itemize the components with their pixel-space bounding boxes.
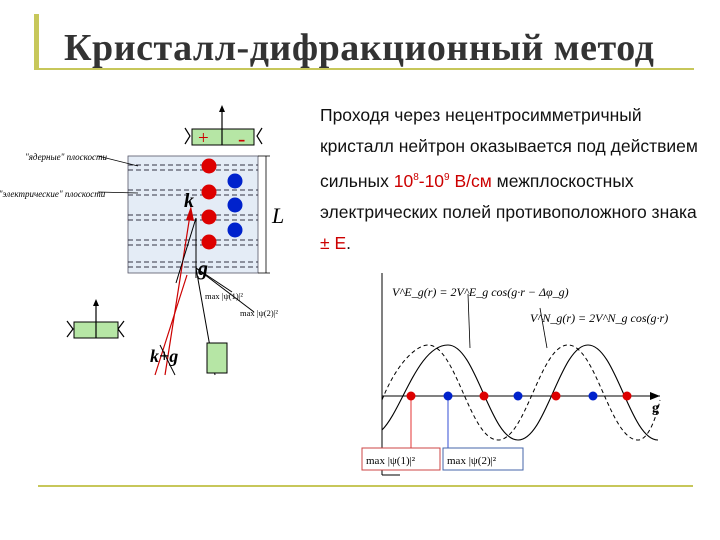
electric-wave: [381, 344, 661, 441]
slide-title: Кристалл-дифракционный метод: [64, 27, 655, 69]
legend-red-box: [361, 447, 441, 471]
blue-atom: [227, 222, 243, 238]
g-axis-label: g: [652, 401, 659, 416]
description-paragraph: Проходя через нецентросимметричный крист…: [320, 105, 698, 253]
nuclear-wave: [381, 344, 659, 441]
field-strength: 108-109 В/см: [393, 170, 492, 191]
red-max: [622, 391, 632, 401]
red-max: [551, 391, 561, 401]
minus-label: -: [238, 126, 245, 151]
nuclear-planes-label: "ядерные" плоскости: [25, 152, 108, 162]
blue-atom: [227, 173, 243, 189]
max-psi2-label: max |ψ(2)|²: [240, 308, 278, 318]
formula-electric: V^E_g(r) = 2V^E_g cos(g·r − Δφ_g): [392, 285, 569, 299]
max-psi1-label: max |ψ(1)|²: [205, 291, 243, 301]
paragraph-text-2: межплоскостных электрических полей проти…: [320, 170, 697, 222]
legend-max2: max |ψ(2)|²: [447, 455, 497, 467]
potential-waves: g: [381, 273, 661, 476]
kg-label: k+g: [150, 346, 178, 366]
paragraph-text-1: Проходя через нецентросимметричный крист…: [320, 105, 698, 191]
crystal-slab: [127, 155, 259, 274]
red-atom: [201, 234, 217, 250]
output-box-right: [206, 342, 228, 374]
red-max: [406, 391, 416, 401]
blue-max: [443, 391, 453, 401]
blue-max: [513, 391, 523, 401]
formula-nuclear: V^N_g(r) = 2V^N_g cos(g·r): [530, 311, 668, 325]
red-atom: [201, 184, 217, 200]
L-label: L: [271, 203, 284, 228]
blue-max: [588, 391, 598, 401]
plus-minus-box: + -: [184, 105, 263, 151]
atoms: [201, 158, 243, 250]
legend: max |ψ(1)|² max |ψ(2)|²: [361, 400, 524, 471]
legend-blue-box: [442, 447, 524, 471]
red-max: [479, 391, 489, 401]
output-box-left: [66, 299, 125, 339]
red-atom: [201, 209, 217, 225]
g-label: g: [197, 258, 208, 280]
red-atom: [201, 158, 217, 174]
footer-line: [38, 485, 693, 487]
legend-max1: max |ψ(1)|²: [366, 455, 416, 467]
blue-atom: [227, 197, 243, 213]
plus-label: +: [198, 128, 209, 149]
field-sign: ± E: [320, 232, 347, 253]
title-underline: [34, 68, 694, 70]
electric-planes-label: "электрические" плоскости: [0, 189, 106, 199]
title-accent-bar: [34, 14, 39, 70]
k-label: k: [184, 190, 194, 212]
